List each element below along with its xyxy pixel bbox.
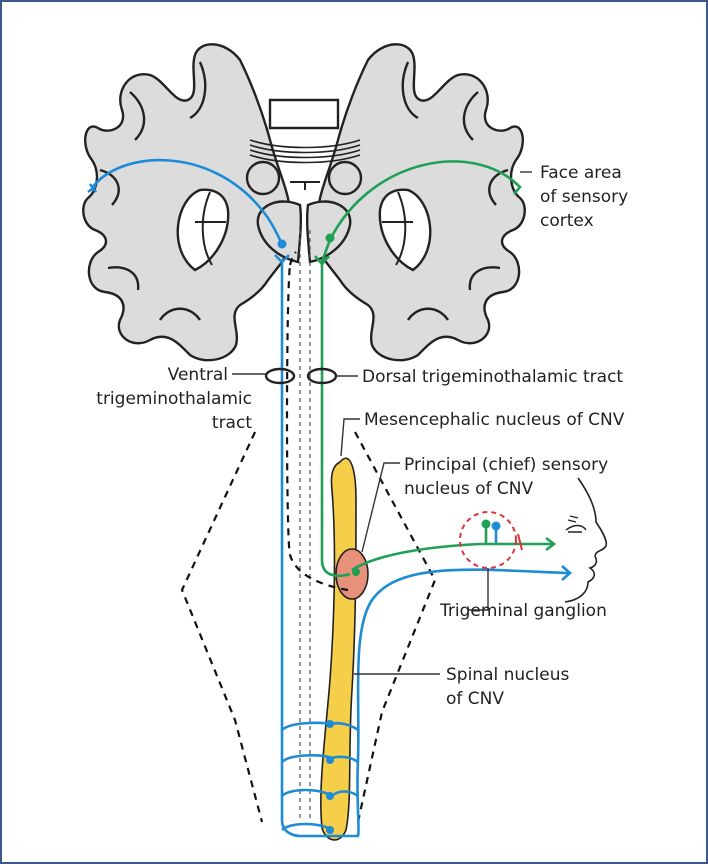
ventral-tract-marker <box>266 369 294 383</box>
spinal-nucleus-label: Spinal nucleus of CNV <box>446 665 569 709</box>
svg-text:nucleus of CNV: nucleus of CNV <box>404 479 533 499</box>
principal-nucleus-label: Principal (chief) sensory nucleus of CNV <box>404 455 608 499</box>
svg-text:Principal (chief) sensory: Principal (chief) sensory <box>404 455 608 475</box>
svg-text:of CNV: of CNV <box>446 689 504 709</box>
svg-text:Face area: Face area <box>540 163 622 183</box>
svg-text:Spinal nucleus: Spinal nucleus <box>446 665 569 685</box>
dorsal-tract-label: Dorsal trigeminothalamic tract <box>362 367 623 387</box>
right-caudate <box>329 162 361 194</box>
interhemispheric-fissure <box>270 100 338 128</box>
trigeminal-ganglion-label: Trigeminal ganglion <box>439 601 607 621</box>
left-caudate <box>247 162 279 194</box>
mesencephalic-label: Mesencephalic nucleus of CNV <box>364 410 625 430</box>
svg-text:trigeminothalamic: trigeminothalamic <box>96 389 252 409</box>
eye-icon <box>566 516 586 532</box>
ventral-tract-label: Ventral trigeminothalamic tract <box>96 365 252 433</box>
face-area-label: Face area of sensory cortex <box>540 163 628 231</box>
brain-section <box>83 44 524 360</box>
spinal-nucleus <box>321 458 356 840</box>
svg-text:cortex: cortex <box>540 211 594 231</box>
face-profile-icon <box>565 478 606 602</box>
svg-text:Ventral: Ventral <box>168 365 228 385</box>
svg-text:tract: tract <box>212 413 252 433</box>
svg-text:of sensory: of sensory <box>540 187 628 207</box>
principal-nucleus <box>336 549 368 599</box>
